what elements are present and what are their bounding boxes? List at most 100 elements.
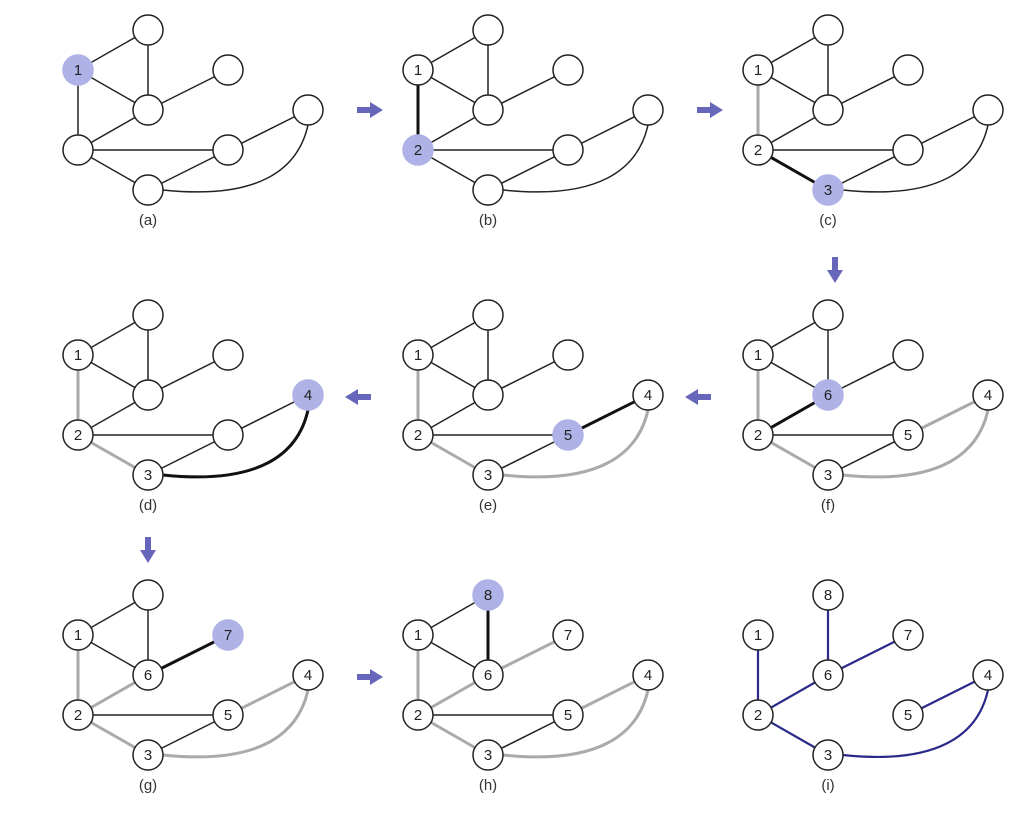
node-8 [472,14,504,46]
panel-caption: (g) [139,777,157,794]
node-4 [292,94,324,126]
edge-3-4 [502,689,650,759]
node-4 [972,659,1004,691]
edge-3-4 [162,689,310,759]
node-3 [472,459,504,491]
panel-caption: (f) [821,497,835,514]
node-label-4: 4 [304,667,312,684]
node-label-1: 1 [754,347,762,364]
node-2 [62,419,94,451]
node-7 [892,619,924,651]
node-label-6: 6 [824,387,832,404]
panel-caption: (e) [479,497,497,514]
arrow-e-to-f-icon [345,389,371,405]
arrow-f-to-g-icon [140,537,156,563]
node-2 [402,419,434,451]
node-label-3: 3 [144,747,152,764]
node-label-5: 5 [564,707,572,724]
node-5 [892,699,924,731]
node-6 [812,379,844,411]
node-label-5: 5 [564,427,572,444]
node-1 [402,54,434,86]
node-1 [742,339,774,371]
node-4 [632,659,664,691]
transition-arrows [140,102,843,685]
node-label-1: 1 [414,347,422,364]
node-7 [892,54,924,86]
node-5 [212,134,244,166]
node-3 [472,739,504,771]
node-6 [472,379,504,411]
node-label-1: 1 [74,627,82,644]
node-label-1: 1 [754,62,762,79]
node-5 [212,419,244,451]
edge-3-4 [162,124,309,193]
node-6 [472,659,504,691]
panel-caption: (b) [479,212,497,229]
node-label-8: 8 [484,587,492,604]
node-1 [62,619,94,651]
node-label-4: 4 [304,387,312,404]
node-4 [292,659,324,691]
node-label-3: 3 [484,747,492,764]
node-1 [62,339,94,371]
edge-3-4 [842,409,990,479]
node-label-3: 3 [484,467,492,484]
node-label-6: 6 [824,667,832,684]
node-7 [552,619,584,651]
panel-c: 123(c) [742,14,1004,229]
node-label-2: 2 [414,142,422,159]
node-label-6: 6 [144,667,152,684]
node-3 [812,459,844,491]
node-2 [402,134,434,166]
node-8 [812,14,844,46]
edge-3-4 [842,689,990,759]
node-label-4: 4 [644,387,652,404]
node-6 [472,94,504,126]
panel-caption: (d) [139,497,157,514]
node-8 [132,299,164,331]
node-8 [472,299,504,331]
node-6 [132,94,164,126]
node-label-4: 4 [984,387,992,404]
node-label-2: 2 [754,707,762,724]
edge-3-4 [502,409,650,479]
node-8 [812,579,844,611]
node-label-2: 2 [414,707,422,724]
node-label-5: 5 [904,427,912,444]
node-label-3: 3 [824,182,832,199]
node-label-1: 1 [74,62,82,79]
node-label-5: 5 [904,707,912,724]
node-1 [742,619,774,651]
panel-caption: (i) [821,777,834,794]
panel-b: 1 2 (b) [402,14,664,229]
node-label-6: 6 [484,667,492,684]
panel-a: 1(a) [62,14,324,229]
node-label-3: 3 [144,467,152,484]
node-label-5: 5 [224,707,232,724]
node-1 [62,54,94,86]
node-label-1: 1 [414,62,422,79]
node-4 [972,94,1004,126]
node-5 [552,699,584,731]
node-8 [812,299,844,331]
arrow-a-to-b-icon [357,102,383,118]
node-1 [742,54,774,86]
node-5 [552,419,584,451]
node-label-7: 7 [564,627,572,644]
node-label-7: 7 [904,627,912,644]
node-3 [132,739,164,771]
node-7 [212,339,244,371]
edge-3-4 [842,124,989,193]
node-2 [742,134,774,166]
node-5 [212,699,244,731]
node-8 [132,579,164,611]
node-2 [62,699,94,731]
node-6 [812,94,844,126]
node-1 [402,619,434,651]
